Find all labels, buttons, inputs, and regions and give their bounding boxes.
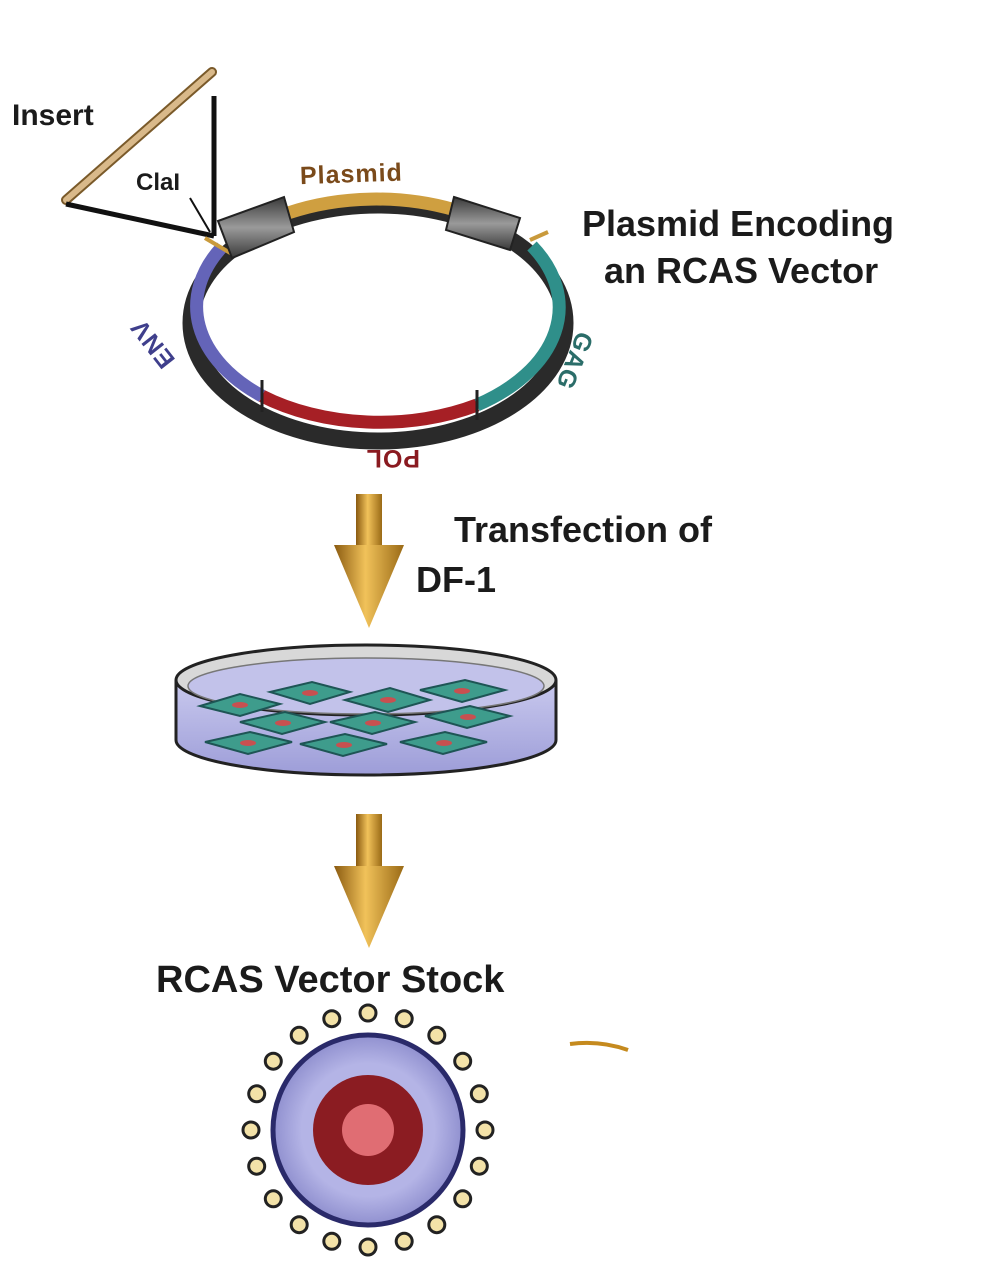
pol-segment <box>259 390 480 429</box>
virion-spike <box>247 1084 267 1104</box>
virion-spike <box>427 1215 447 1235</box>
virion-spike <box>475 1120 495 1140</box>
virion-spike <box>241 1120 261 1140</box>
virion-spike <box>453 1189 473 1209</box>
virion-core-center <box>342 1104 394 1156</box>
cell-layer <box>196 678 514 758</box>
virion-spike <box>427 1025 447 1045</box>
virion-spike <box>469 1084 489 1104</box>
rcas-stock-label: RCAS Vector Stock <box>156 959 505 1001</box>
culture-dish <box>174 643 558 777</box>
ltr-left-block <box>216 195 296 260</box>
insert-group: Insert ClaI <box>12 67 217 239</box>
virion-spike <box>394 1009 414 1029</box>
env-segment-label: ENV <box>125 313 181 373</box>
plasmid-ring <box>182 192 574 450</box>
insert-guide-line-bottom <box>65 201 215 239</box>
plasmid-title-line2: an RCAS Vector <box>604 250 878 291</box>
transfection-label-line2: DF-1 <box>416 559 496 600</box>
insert-dna-rod-highlight <box>63 69 215 203</box>
artifact-stroke <box>569 1040 629 1052</box>
virion-spike <box>263 1051 283 1071</box>
gag-segment <box>474 241 566 411</box>
virion-spikes <box>241 1003 495 1257</box>
harvest-arrow <box>334 814 404 948</box>
transfection-label-line1: Transfection of <box>454 509 713 550</box>
virion-particle <box>241 1003 495 1257</box>
transfection-arrow <box>334 494 404 628</box>
env-segment <box>190 242 266 402</box>
virion-spike <box>289 1025 309 1045</box>
ltr-right-block <box>444 195 522 252</box>
plasmid-segment-label: Plasmid <box>299 159 403 191</box>
pol-segment-label: POL <box>366 444 420 472</box>
virion-spike <box>247 1156 267 1176</box>
virion-spike <box>453 1051 473 1071</box>
clai-site-label: ClaI <box>136 169 180 196</box>
virion-spike <box>322 1009 342 1029</box>
virion-spike <box>469 1156 489 1176</box>
virion-spike <box>358 1237 378 1257</box>
plasmid-backbone-segment <box>285 192 457 220</box>
virion-spike <box>358 1003 378 1023</box>
virion-spike <box>394 1231 414 1251</box>
ltr-blocks <box>216 195 522 260</box>
virion-spike <box>322 1231 342 1251</box>
insert-label: Insert <box>12 99 94 132</box>
virion-spike <box>289 1215 309 1235</box>
virion-spike <box>263 1189 283 1209</box>
clai-pointer <box>189 197 211 233</box>
plasmid-title-line1: Plasmid Encoding <box>582 203 894 244</box>
